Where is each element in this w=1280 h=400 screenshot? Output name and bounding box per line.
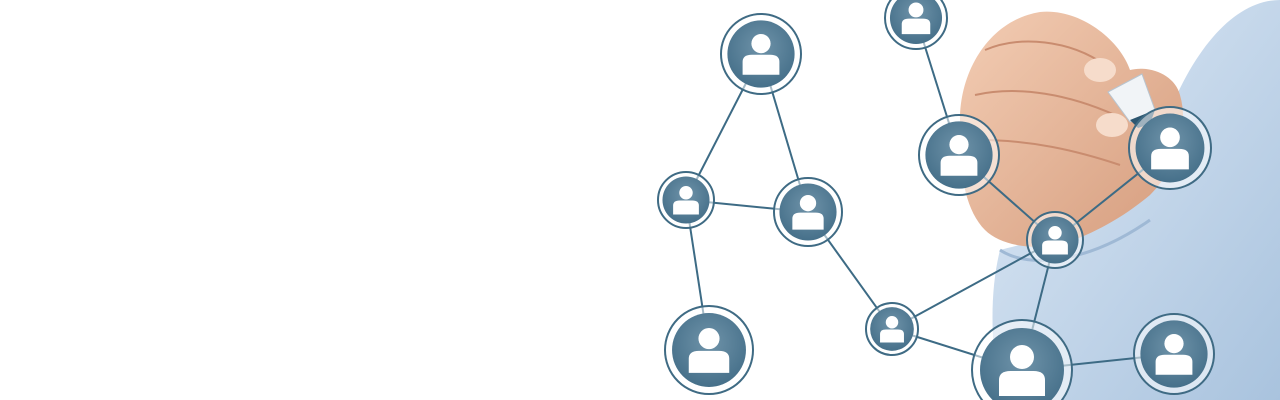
node-small-center [865, 302, 919, 356]
person-icon [880, 316, 904, 343]
node-bottom-center [971, 319, 1073, 400]
hand [959, 11, 1184, 247]
person-icon [901, 2, 931, 35]
node-wrist [1026, 211, 1084, 269]
person-icon [792, 195, 824, 230]
person-icon [1042, 226, 1068, 255]
node-bottom-right [1133, 313, 1215, 395]
person-icon [1151, 127, 1189, 170]
network-nodes [657, 0, 1215, 400]
person-icon [999, 345, 1045, 396]
node-center-middle [773, 177, 843, 247]
person-icon [742, 34, 780, 75]
node-pen-tip [1128, 106, 1212, 190]
person-icon [688, 328, 730, 373]
node-bottom-left [664, 305, 754, 395]
node-left-middle [657, 171, 715, 229]
node-top-right [884, 0, 948, 50]
person-icon [940, 135, 978, 176]
node-top-center [720, 13, 802, 95]
person-icon [1155, 334, 1193, 375]
link-wrist-small-center [891, 239, 1056, 330]
node-hand [918, 114, 1000, 196]
person-icon [673, 186, 699, 215]
